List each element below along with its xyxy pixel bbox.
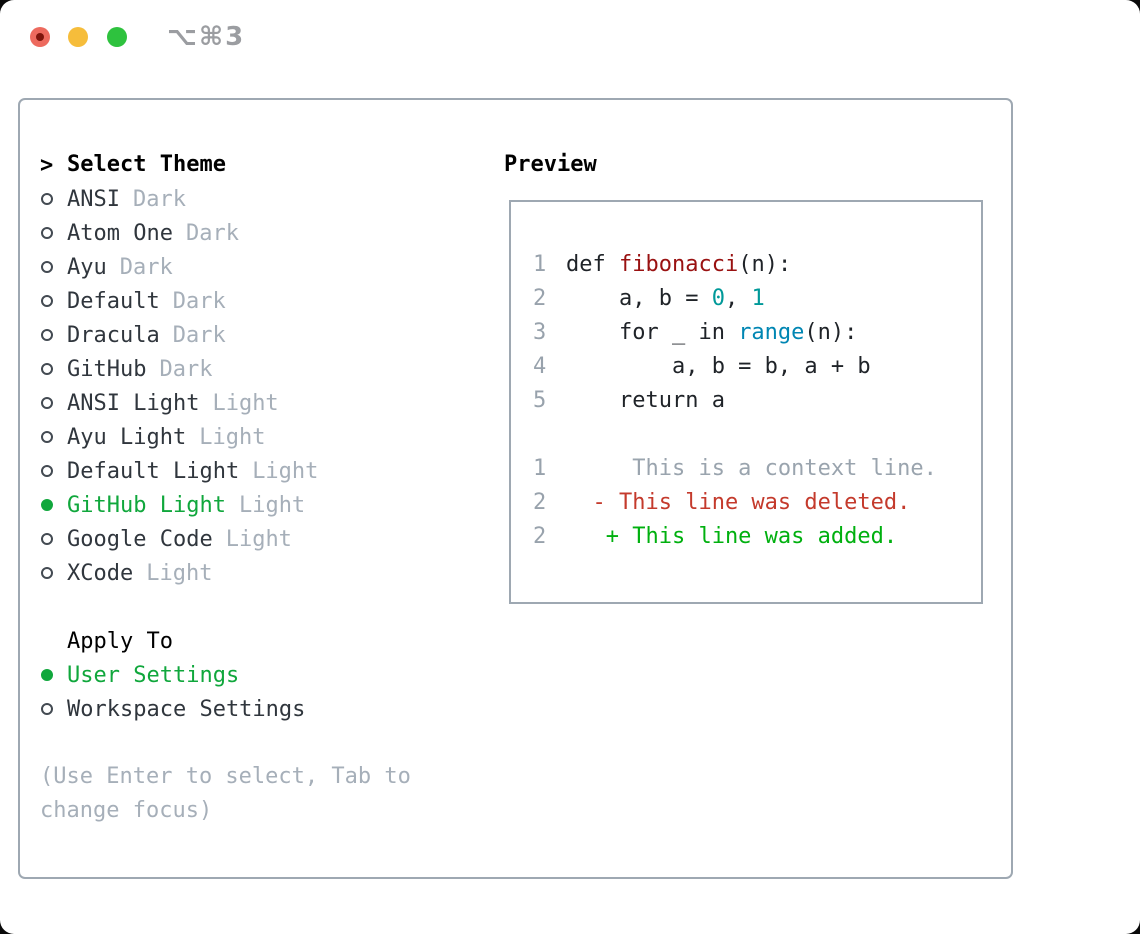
theme-name: ANSI: [67, 186, 120, 212]
theme-option-atom-one-dark[interactable]: Atom One Dark: [40, 216, 490, 250]
radio-icon: [41, 465, 53, 477]
radio-icon: [41, 363, 53, 375]
theme-name: Ayu Light: [67, 424, 187, 450]
preview-pane: Preview 1 def fibonacci(n): 2 a, b = 0, …: [504, 148, 986, 604]
theme-tag: Dark: [172, 322, 226, 348]
radio-icon: [41, 397, 53, 409]
radio-icon: [41, 295, 53, 307]
radio-icon: [41, 329, 53, 341]
theme-option-default-light[interactable]: Default Light Light: [40, 454, 490, 488]
theme-option-google-code[interactable]: Google Code Light: [40, 522, 490, 556]
radio-selected-icon: [41, 669, 53, 681]
theme-tag: Dark: [185, 220, 239, 246]
minimize-icon[interactable]: [68, 27, 88, 47]
apply-to-header-row: Apply To: [40, 624, 490, 658]
apply-option-label: User Settings: [67, 662, 240, 688]
titlebar: ⌥⌘3: [0, 0, 1140, 97]
theme-list: > Select Theme ANSI Dark Atom One Dark A…: [40, 148, 490, 828]
theme-tag: Light: [212, 390, 279, 416]
theme-option-dracula-dark[interactable]: Dracula Dark: [40, 318, 490, 352]
cursor-icon: >: [40, 152, 54, 178]
line-number: 5: [533, 388, 547, 413]
zoom-icon[interactable]: [107, 27, 127, 47]
theme-name: Google Code: [67, 526, 213, 552]
code-line: 1 def fibonacci(n):: [533, 248, 971, 282]
line-number: 4: [533, 354, 547, 379]
code-line: 2 a, b = 0, 1: [533, 282, 971, 316]
radio-icon: [41, 227, 53, 239]
theme-tag: Light: [146, 560, 213, 586]
theme-option-ansi-dark[interactable]: ANSI Dark: [40, 182, 490, 216]
theme-name: Atom One: [67, 220, 173, 246]
theme-list-header: > Select Theme: [40, 148, 490, 182]
apply-option-label: Workspace Settings: [67, 696, 306, 722]
theme-option-default-dark[interactable]: Default Dark: [40, 284, 490, 318]
radio-icon: [41, 533, 53, 545]
diff-context-line: 1 This is a context line.: [533, 452, 971, 486]
theme-picker-panel: > Select Theme ANSI Dark Atom One Dark A…: [18, 98, 1013, 879]
apply-option-user-settings[interactable]: User Settings: [40, 658, 490, 692]
theme-tag: Light: [252, 458, 319, 484]
theme-tag: Dark: [132, 186, 186, 212]
radio-icon: [41, 193, 53, 205]
line-number: 2: [533, 286, 547, 311]
theme-name: GitHub Light: [67, 492, 226, 518]
line-number: 2: [533, 490, 547, 515]
radio-selected-icon: [41, 499, 53, 511]
line-number: 1: [533, 456, 547, 481]
apply-option-workspace-settings[interactable]: Workspace Settings: [40, 692, 490, 726]
theme-name: ANSI Light: [67, 390, 200, 416]
theme-option-github-dark[interactable]: GitHub Dark: [40, 352, 490, 386]
theme-name: Default: [67, 288, 160, 314]
help-text: (Use Enter to select, Tab to change focu…: [40, 764, 411, 823]
code-line: 4 a, b = b, a + b: [533, 350, 971, 384]
diff-deleted-line: 2 - This line was deleted.: [533, 486, 971, 520]
line-number: 1: [533, 252, 547, 277]
theme-tag: Light: [225, 526, 292, 552]
theme-option-github-light[interactable]: GitHub Light Light: [40, 488, 490, 522]
diff-added-line: 2 + This line was added.: [533, 520, 971, 554]
theme-tag: Dark: [172, 288, 226, 314]
theme-tag: Dark: [119, 254, 173, 280]
theme-option-ayu-dark[interactable]: Ayu Dark: [40, 250, 490, 284]
code-line: 5 return a: [533, 384, 971, 418]
theme-option-xcode[interactable]: XCode Light: [40, 556, 490, 590]
window-title: ⌥⌘3: [167, 22, 246, 52]
theme-name: Dracula: [67, 322, 160, 348]
theme-tag: Light: [199, 424, 266, 450]
preview-box: 1 def fibonacci(n): 2 a, b = 0, 1 3 for …: [509, 200, 983, 604]
code-line: 3 for _ in range(n):: [533, 316, 971, 350]
radio-icon: [41, 703, 53, 715]
theme-list-title: Select Theme: [67, 152, 226, 177]
radio-icon: [41, 431, 53, 443]
apply-to-title: Apply To: [67, 628, 173, 654]
close-icon[interactable]: [30, 27, 50, 47]
theme-name: Ayu: [67, 254, 107, 280]
theme-option-ansi-light[interactable]: ANSI Light Light: [40, 386, 490, 420]
preview-title: Preview: [504, 152, 597, 177]
line-number: 2: [533, 524, 547, 549]
theme-name: GitHub: [67, 356, 147, 382]
line-number: 3: [533, 320, 547, 345]
theme-tag: Dark: [159, 356, 213, 382]
radio-icon: [41, 261, 53, 273]
theme-name: Default Light: [67, 458, 240, 484]
radio-icon: [41, 567, 53, 579]
theme-tag: Light: [238, 492, 306, 518]
theme-option-ayu-light[interactable]: Ayu Light Light: [40, 420, 490, 454]
theme-name: XCode: [67, 560, 134, 586]
